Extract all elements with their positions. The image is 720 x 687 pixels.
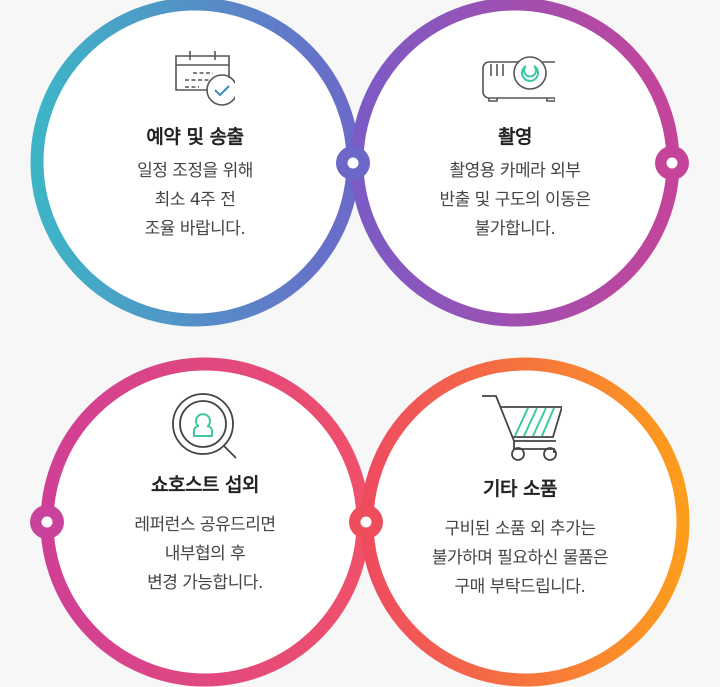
card-filming: 촬영 촬영용 카메라 외부 반출 및 구도의 이동은 불가합니다. (365, 42, 665, 244)
search-person-icon (172, 393, 237, 459)
ring-dot-4 (349, 505, 383, 539)
card-desc-line: 최소 4주 전 (154, 190, 236, 210)
ring-dot-1 (336, 146, 370, 180)
card-desc-line: 구비된 소품 외 추가는 (444, 519, 596, 539)
card-showhost: 쇼호스트 섭외 레퍼런스 공유드리면 내부협의 후 변경 가능합니다. (55, 388, 355, 598)
card-title: 쇼호스트 섭외 (151, 474, 260, 496)
calendar-check-icon (175, 51, 235, 106)
card-title: 예약 및 송출 (146, 126, 244, 148)
card-desc-line: 레퍼런스 공유드리면 (134, 515, 276, 535)
card-title: 기타 소품 (482, 478, 558, 500)
projector-icon (482, 56, 555, 102)
card-desc-line: 반출 및 구도의 이동은 (439, 190, 591, 210)
ring-dot-2 (655, 146, 689, 180)
card-desc-line: 불가합니다. (474, 219, 556, 239)
shopping-cart-icon (482, 395, 562, 461)
card-title: 촬영 (498, 126, 532, 148)
card-desc-line: 구매 부탁드립니다. (454, 577, 586, 597)
ring-dot-3 (30, 505, 64, 539)
card-booking: 예약 및 송출 일정 조정을 위해 최소 4주 전 조율 바랍니다. (45, 42, 345, 244)
card-desc-line: 내부협의 후 (164, 544, 246, 564)
card-desc-line: 변경 가능합니다. (147, 573, 263, 593)
card-props: 기타 소품 구비된 소품 외 추가는 불가하며 필요하신 물품은 구매 부탁드립… (370, 390, 670, 602)
card-desc-line: 불가하며 필요하신 물품은 (431, 548, 609, 568)
card-desc-line: 일정 조정을 위해 (137, 161, 253, 181)
card-desc-line: 조율 바랍니다. (144, 219, 246, 239)
card-desc-line: 촬영용 카메라 외부 (449, 161, 581, 181)
